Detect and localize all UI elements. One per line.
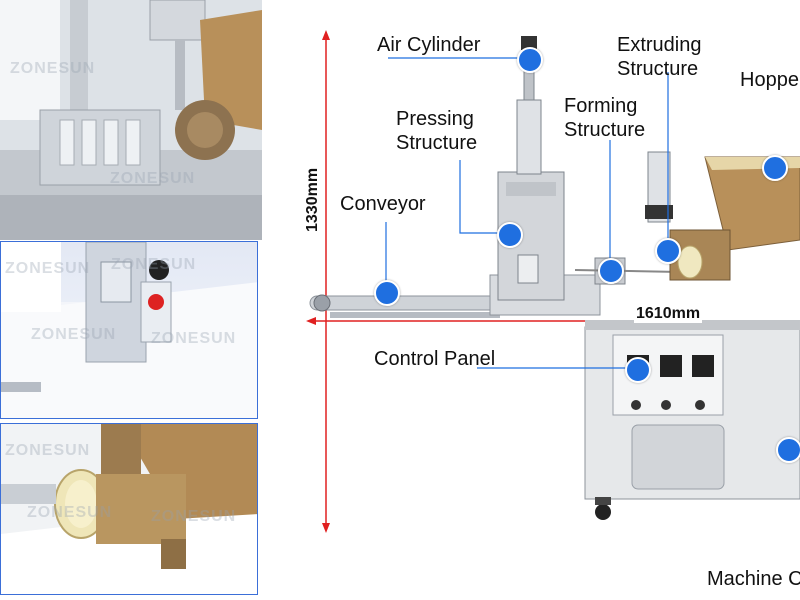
watermark: ZONESUN bbox=[110, 170, 196, 187]
conveyor-marker[interactable] bbox=[374, 280, 400, 306]
watermark: ZONESUN bbox=[31, 326, 117, 343]
watermark: ZONESUN bbox=[5, 260, 91, 277]
watermark: ZONESUN bbox=[5, 442, 91, 459]
air-cylinder-label: Air Cylinder bbox=[377, 34, 481, 56]
control-panel-marker[interactable] bbox=[625, 357, 651, 383]
hopper-label: Hoppe bbox=[740, 69, 799, 91]
extruding-cylinder bbox=[647, 151, 671, 223]
forming-structure-label-line2: Structure bbox=[564, 119, 646, 141]
conveyor-belt bbox=[309, 295, 501, 311]
pressing-structure-label-line1: Pressing bbox=[396, 108, 474, 130]
length-dimension-label: 1610mm bbox=[634, 305, 703, 323]
air-cylinder-marker[interactable] bbox=[517, 47, 543, 73]
watermark: ZONESUN bbox=[151, 330, 237, 347]
conveyor-label: Conveyor bbox=[340, 193, 426, 215]
air-cylinder-body bbox=[516, 99, 542, 175]
watermark: ZONESUN bbox=[151, 508, 237, 525]
forming-structure-marker[interactable] bbox=[598, 258, 624, 284]
detail-photo-middle: ZONESUN ZONESUN ZONESUN ZONESUN bbox=[0, 241, 258, 419]
extruding-structure-marker[interactable] bbox=[655, 238, 681, 264]
height-dimension-label: 1330mm bbox=[304, 167, 321, 232]
watermark: ZONESUN bbox=[111, 256, 197, 273]
watermark: ZONESUN bbox=[27, 504, 113, 521]
pressing-structure-marker[interactable] bbox=[497, 222, 523, 248]
leader-lines bbox=[385, 57, 669, 369]
detail-photo-top-art bbox=[0, 0, 262, 240]
extruding-structure-label-line1: Extruding bbox=[617, 34, 702, 56]
pressing-structure-label-line2: Structure bbox=[396, 132, 478, 154]
hopper-marker[interactable] bbox=[762, 155, 788, 181]
detail-photo-bottom-art bbox=[1, 424, 257, 594]
watermark: ZONESUN bbox=[10, 60, 96, 77]
detail-photo-top: ZONESUN ZONESUN bbox=[0, 0, 262, 240]
detail-photo-bottom: ZONESUN ZONESUN ZONESUN bbox=[0, 423, 258, 595]
machine-cabinet-label: Machine C bbox=[707, 568, 800, 590]
extruding-structure-label-line2: Structure bbox=[617, 58, 699, 80]
machine-cabinet-marker[interactable] bbox=[776, 437, 800, 463]
forming-structure-label-line1: Forming bbox=[564, 95, 638, 117]
control-panel-label: Control Panel bbox=[374, 348, 496, 370]
detail-photo-middle-art bbox=[1, 242, 257, 418]
